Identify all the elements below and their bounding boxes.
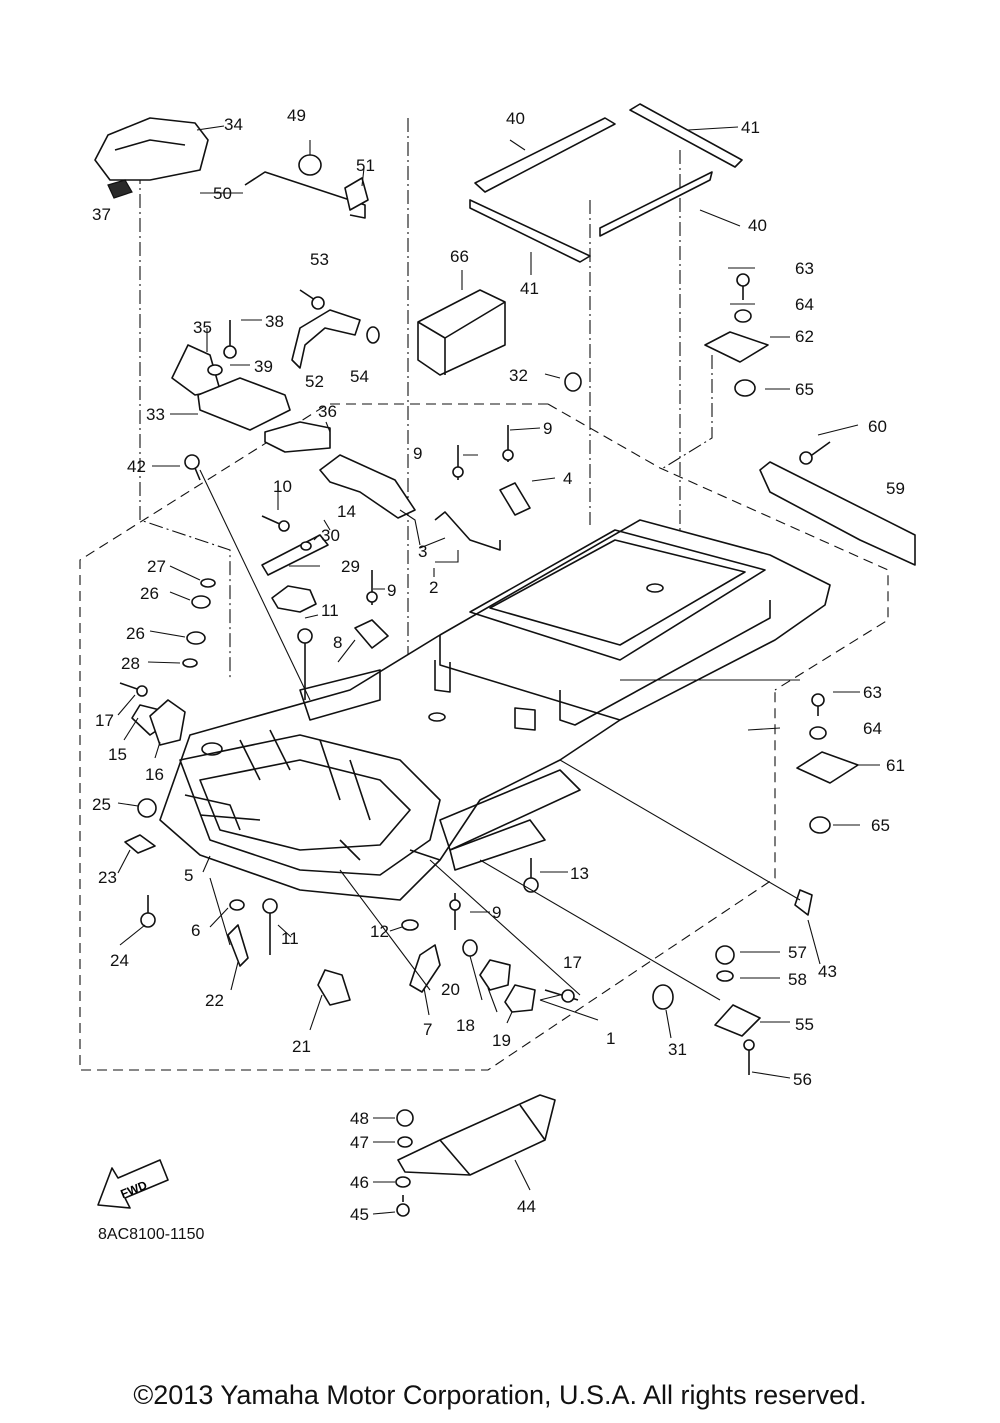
callout-15: 15	[108, 745, 127, 764]
callout-13: 13	[570, 864, 589, 883]
callout-46: 46	[350, 1173, 369, 1192]
callout-21: 21	[292, 1037, 311, 1056]
callout-56: 56	[793, 1070, 812, 1089]
callout-63b: 63	[863, 683, 882, 702]
callout-47: 47	[350, 1133, 369, 1152]
callout-11a: 11	[321, 601, 339, 620]
chassis-frame	[159, 519, 831, 901]
callout-11b: 11	[281, 929, 299, 948]
callout-18: 18	[456, 1016, 475, 1035]
callout-57: 57	[788, 943, 807, 962]
parts	[94, 103, 916, 1217]
callout-40a: 40	[506, 109, 525, 128]
leader-lines	[117, 125, 880, 1215]
callout-9a: 9	[413, 444, 422, 463]
callout-40b: 40	[748, 216, 767, 235]
callout-59: 59	[886, 479, 905, 498]
callout-39: 39	[254, 357, 273, 376]
callout-9d: 9	[492, 903, 501, 922]
callout-2: 2	[429, 578, 438, 597]
callout-64b: 64	[863, 719, 882, 738]
callout-64a: 64	[795, 295, 814, 314]
callout-32: 32	[509, 366, 528, 385]
callout-27: 27	[147, 557, 166, 576]
callout-52: 52	[305, 372, 324, 391]
callout-36: 36	[318, 402, 337, 421]
callout-31: 31	[668, 1040, 687, 1059]
callout-3: 3	[418, 542, 427, 561]
callout-22: 22	[205, 991, 224, 1010]
callout-34: 34	[224, 115, 243, 134]
callout-23: 23	[98, 868, 117, 887]
drawing-code: 8AC8100-1150	[98, 1226, 205, 1243]
callout-49: 49	[287, 106, 306, 125]
callout-1: 1	[606, 1029, 615, 1048]
callout-8: 8	[333, 633, 342, 652]
callout-38: 38	[265, 312, 284, 331]
callout-55: 55	[795, 1015, 814, 1034]
callout-63a: 63	[795, 259, 814, 278]
callout-9b: 9	[543, 419, 552, 438]
callout-42: 42	[127, 457, 146, 476]
callout-53: 53	[310, 250, 329, 269]
callout-19: 19	[492, 1031, 511, 1050]
fwd-arrow-icon	[97, 1159, 169, 1209]
callout-20: 20	[441, 980, 460, 999]
callout-26b: 26	[126, 624, 145, 643]
callout-26a: 26	[140, 584, 159, 603]
callout-17b: 17	[563, 953, 582, 972]
assembly-boundary	[79, 118, 889, 1071]
callout-65a: 65	[795, 380, 814, 399]
copyright-notice: ©2013 Yamaha Motor Corporation, U.S.A. A…	[133, 1380, 867, 1410]
callout-37: 37	[92, 205, 111, 224]
callout-35: 35	[193, 318, 212, 337]
callout-7: 7	[423, 1020, 432, 1039]
callout-33: 33	[146, 405, 165, 424]
callout-61: 61	[886, 756, 905, 775]
callout-16: 16	[145, 765, 164, 784]
callout-12: 12	[370, 922, 389, 941]
callouts: 1 2 3 4 5 6 7 8 9 9 9 9 10 11 11 12 13 1…	[92, 106, 905, 1224]
callout-25: 25	[92, 795, 111, 814]
callout-54: 54	[350, 367, 369, 386]
callout-51: 51	[356, 156, 375, 175]
callout-62: 62	[795, 327, 814, 346]
callout-48: 48	[350, 1109, 369, 1128]
callout-4: 4	[563, 469, 572, 488]
callout-43: 43	[818, 962, 837, 981]
callout-29: 29	[341, 557, 360, 576]
exploded-parts-diagram: 1 2 3 4 5 6 7 8 9 9 9 9 10 11 11 12 13 1…	[79, 103, 916, 1224]
callout-5: 5	[184, 866, 193, 885]
callout-41b: 41	[520, 279, 539, 298]
callout-10: 10	[273, 477, 292, 496]
callout-44: 44	[517, 1197, 536, 1216]
callout-28: 28	[121, 654, 140, 673]
callout-17a: 17	[95, 711, 114, 730]
callout-6: 6	[191, 921, 200, 940]
callout-60: 60	[868, 417, 887, 436]
callout-41a: 41	[741, 118, 760, 137]
callout-24: 24	[110, 951, 129, 970]
callout-14: 14	[337, 502, 356, 521]
callout-65b: 65	[871, 816, 890, 835]
callout-30: 30	[321, 526, 340, 545]
callout-9c: 9	[387, 581, 396, 600]
callout-50: 50	[213, 184, 232, 203]
callout-45: 45	[350, 1205, 369, 1224]
callout-58: 58	[788, 970, 807, 989]
callout-66: 66	[450, 247, 469, 266]
